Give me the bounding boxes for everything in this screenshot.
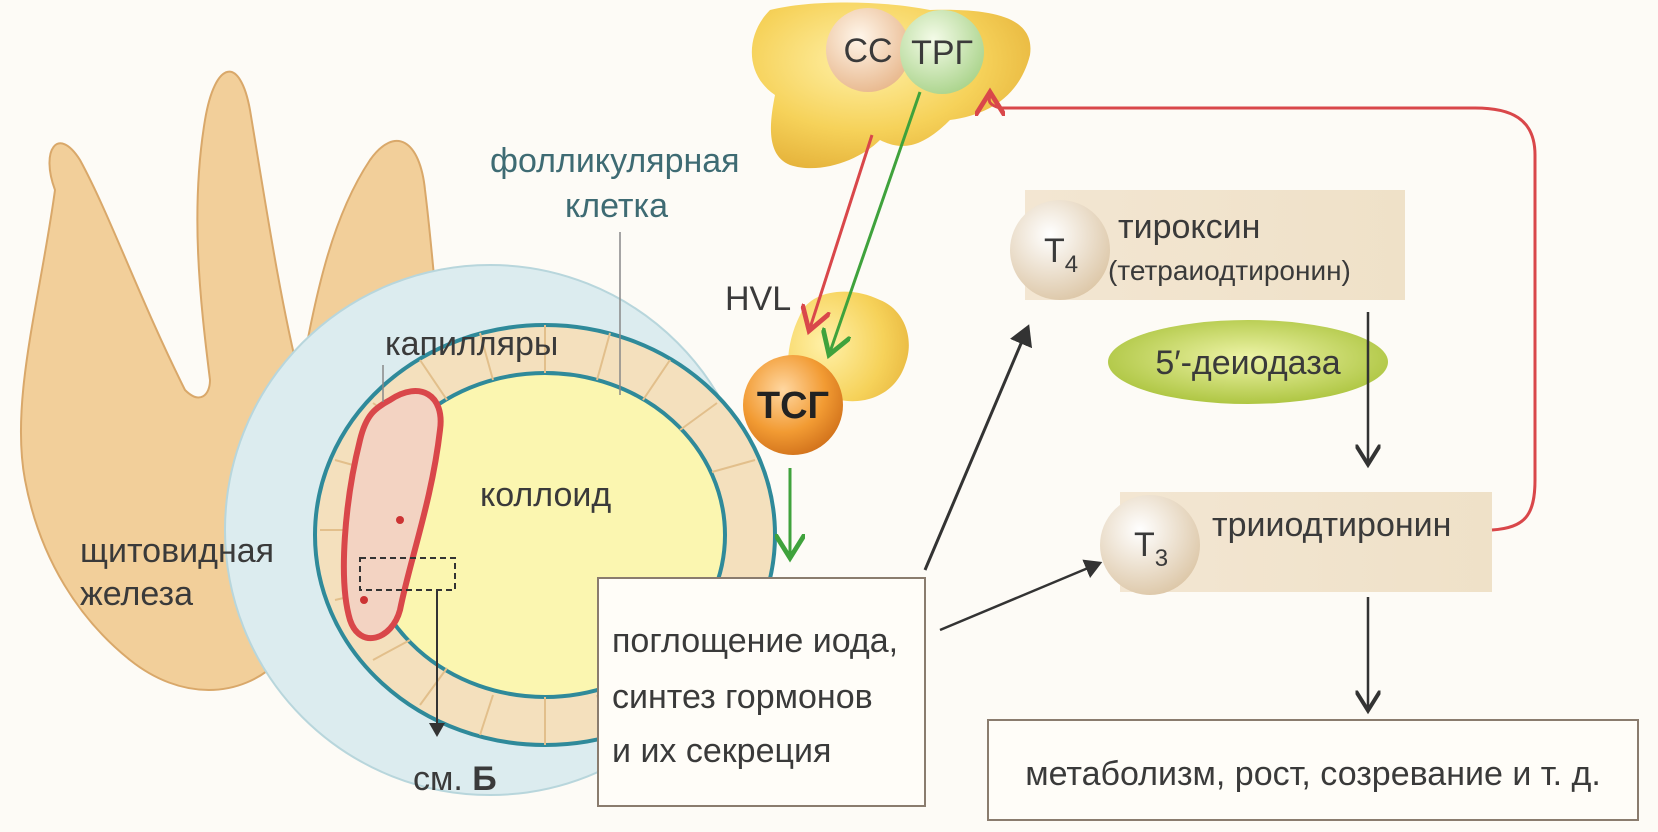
tsg-label: ТСГ bbox=[757, 385, 829, 427]
thyroid-label-2: железа bbox=[80, 575, 193, 613]
colloid-label: коллоид bbox=[480, 476, 611, 514]
ss-label: СС bbox=[843, 32, 892, 70]
follicular-cell-label-1: фолликулярная bbox=[490, 142, 740, 180]
tetraiodothyronine-label: (тетраиодтиронин) bbox=[1108, 255, 1351, 286]
thyroid-label-1: щитовидная bbox=[80, 532, 274, 570]
deiodase-label: 5′-деиодаза bbox=[1155, 344, 1340, 382]
see-b-letter: Б bbox=[472, 760, 496, 798]
thyroxine-label: тироксин bbox=[1118, 208, 1260, 246]
see-b-prefix: см. bbox=[413, 760, 463, 798]
hvl-label: HVL bbox=[725, 280, 791, 318]
trg-label: ТРГ bbox=[911, 34, 973, 72]
t4-symbol-letter: T bbox=[1044, 232, 1065, 270]
effects-label: метаболизм, рост, созревание и т. д. bbox=[1025, 755, 1601, 793]
iodine-line-1: поглощение иода, bbox=[612, 622, 898, 660]
iodine-line-2: синтез гормонов bbox=[612, 678, 873, 716]
feedback-loop-line bbox=[989, 95, 1535, 530]
t4-symbol-sub: 4 bbox=[1065, 251, 1078, 278]
capillaries-label: капилляры bbox=[385, 325, 558, 363]
triiodothyronine-label: трииодтиронин bbox=[1212, 506, 1451, 544]
see-b-label: см. Б bbox=[413, 760, 497, 798]
to-t4-arrow bbox=[925, 327, 1028, 570]
follicular-cell-label-2: клетка bbox=[565, 187, 668, 225]
t3-symbol-letter: T bbox=[1134, 526, 1155, 564]
to-t3-arrow bbox=[940, 563, 1100, 630]
t3-symbol-sub: 3 bbox=[1155, 545, 1168, 572]
iodine-line-3: и их секреция bbox=[612, 732, 831, 770]
